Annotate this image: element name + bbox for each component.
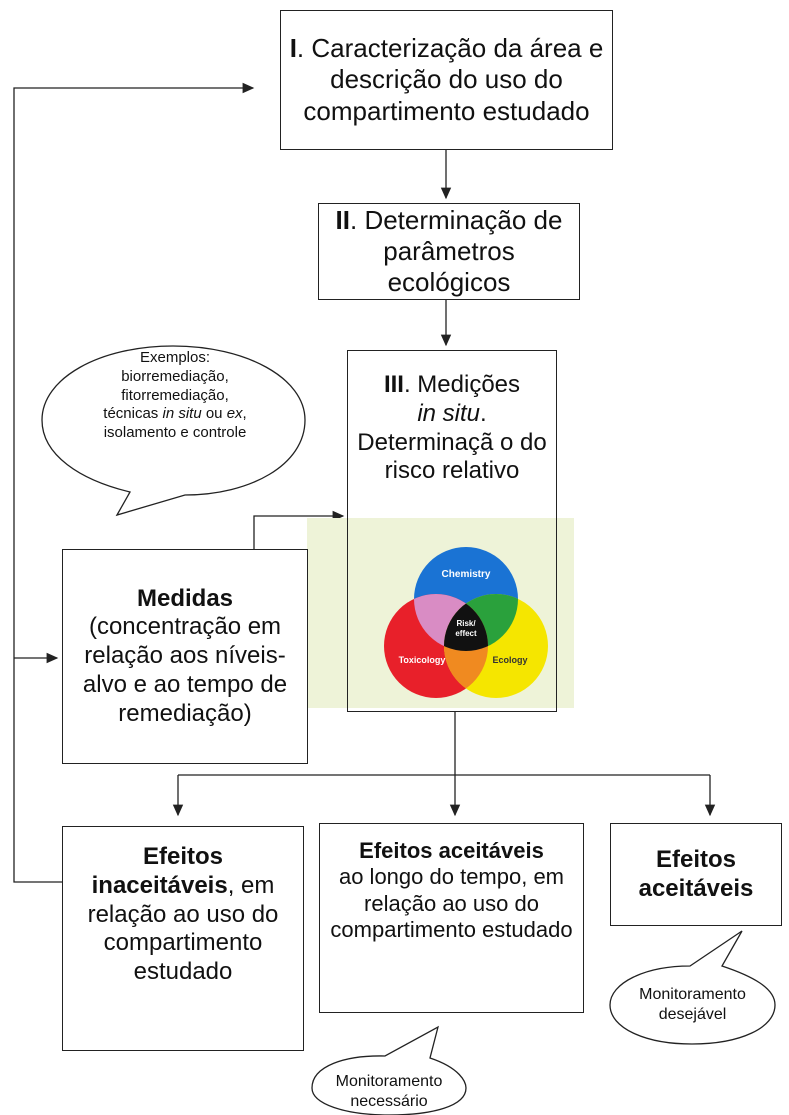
bubble2-text: Monitoramento necessário (335, 1073, 443, 1110)
box1-text: . Caracterização da área e descrição do … (296, 33, 604, 126)
label-center-2: effect (455, 629, 477, 638)
bubble1-line2: biorremediação, (121, 367, 229, 385)
box5-title: Efeitos inaceitáveis (91, 843, 228, 899)
box-medicoes: III. Medições in situ. Determinaçã o do … (347, 350, 557, 712)
bubble1-line1: Exemplos: (139, 349, 211, 366)
box-parametros: II. Determinação de parâmetros ecológico… (318, 203, 580, 300)
bubble1-l4a: técnicas (103, 405, 159, 423)
bubble1-l4i: in situ (162, 405, 202, 423)
box-efeitos-aceitaveis: Efeitos aceitáveis (610, 823, 782, 926)
bubble-monitoramento-necessario: Monitoramento necessário (312, 1072, 466, 1112)
bubble3-text: Monitoramento desejável (639, 986, 746, 1023)
box2-number: II (335, 204, 350, 235)
box-medidas: Medidas (concentração em relação aos nív… (62, 549, 308, 764)
box3-number: III (383, 371, 404, 398)
label-ecology: Ecology (492, 655, 527, 665)
center-overlap (444, 594, 488, 651)
venn-diagram: Chemistry Toxicology Ecology Risk/ effec… (384, 547, 548, 698)
box-caracterizacao: I. Caracterização da área e descrição do… (280, 10, 613, 150)
box1-number: I (289, 33, 297, 64)
box3-text2: . Determinaçã o do risco relativo (357, 399, 547, 485)
box-efeitos-inaceitaveis: Efeitos inaceitáveis, em relação ao uso … (62, 826, 304, 1051)
bubble1-l4d: , (242, 405, 247, 423)
box7-title: Efeitos aceitáveis (638, 845, 754, 902)
bubble1-line5: isolamento e controle (103, 424, 247, 441)
bubble1-l4b: ou (205, 405, 223, 423)
box3-italic: in situ (417, 399, 481, 427)
bubble1-l4c: ex (226, 405, 243, 423)
bubble-exemplos: Exemplos: biorremediação, fitorremediaçã… (48, 349, 302, 443)
box6-text: ao longo do tempo, em relação ao uso do … (330, 864, 573, 943)
box2-text: . Determinação de parâmetros ecológicos (350, 204, 563, 298)
box4-title: Medidas (136, 584, 234, 612)
box3-text1: . Medições (403, 371, 521, 398)
label-toxicology: Toxicology (399, 655, 446, 665)
bubble-monitoramento-desejavel: Monitoramento desejável (610, 985, 775, 1025)
box4-text: (concentração em relação aos níveis-alvo… (82, 613, 288, 727)
box6-title: Efeitos aceitáveis (359, 838, 544, 863)
label-center-1: Risk/ (456, 619, 476, 628)
bubble1-line3: fitorremediação, (121, 386, 229, 404)
label-chemistry: Chemistry (442, 569, 491, 580)
box-efeitos-aceitaveis-tempo: Efeitos aceitáveis ao longo do tempo, em… (319, 823, 584, 1013)
box5-text: , em relação ao uso do compartimento est… (87, 871, 279, 986)
